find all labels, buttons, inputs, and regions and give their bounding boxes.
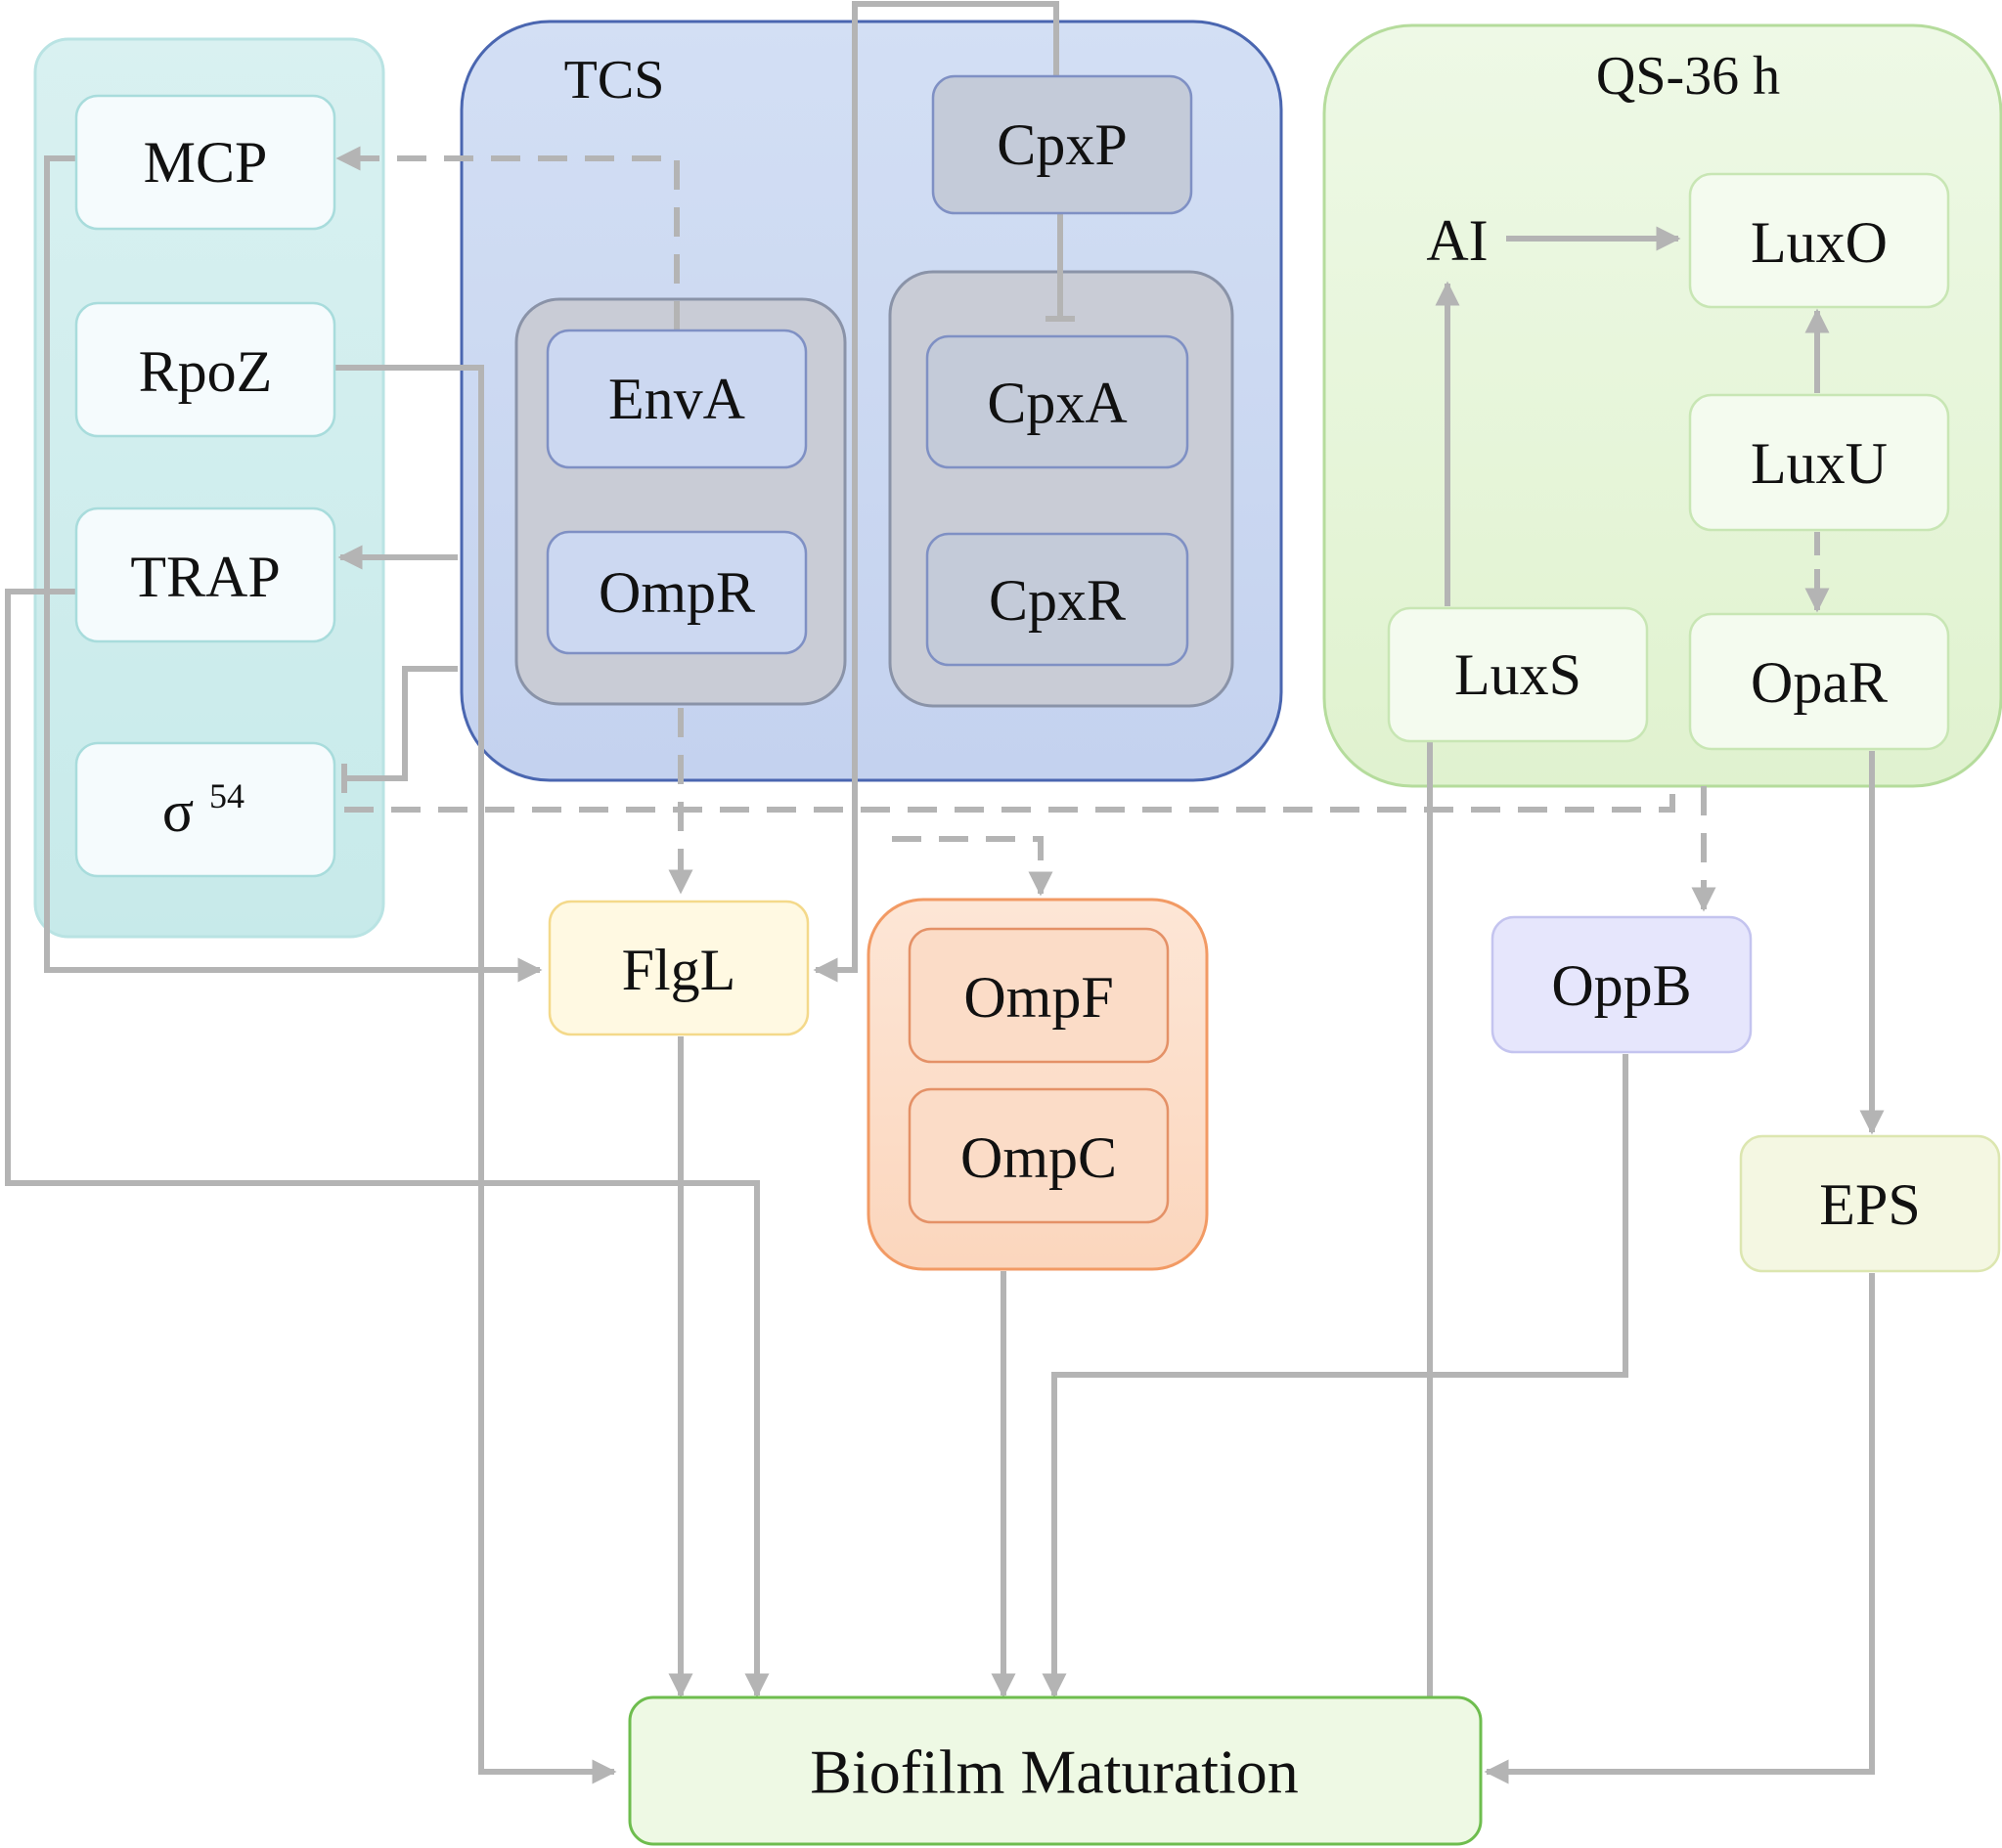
eps-label: EPS <box>1819 1172 1920 1237</box>
connectors <box>5 1 1885 1784</box>
mcp-label: MCP <box>144 130 268 195</box>
flgL-label: FlgL <box>622 938 736 1002</box>
edge-envA-mcp <box>335 146 680 330</box>
motility-group <box>33 37 385 939</box>
trap-node: TRAP <box>74 506 336 643</box>
edge-oppB-biofilm <box>1042 1054 1628 1698</box>
envA-node: EnvA <box>546 329 808 469</box>
luxO-label: LuxO <box>1751 210 1888 275</box>
luxO-node: LuxO <box>1688 172 1950 309</box>
rpoz-node: RpoZ <box>74 301 336 438</box>
biofilm-label: Biofilm Maturation <box>810 1738 1299 1807</box>
opaR-node: OpaR <box>1688 612 1950 751</box>
edge-sigma-dashed <box>344 786 1675 813</box>
mcp-node: MCP <box>74 94 336 231</box>
oppB-label: OppB <box>1551 953 1691 1018</box>
tcs-title: TCS <box>564 50 665 110</box>
edge-trap-biofilm <box>5 589 770 1698</box>
ompF-node <box>908 927 1170 1064</box>
ompR-label: OmpR <box>599 560 755 625</box>
sigma-label: σ <box>162 779 194 844</box>
cpxP-node: CpxP <box>931 74 1193 215</box>
luxS-node: LuxS <box>1387 606 1649 743</box>
edge-eps-biofilm <box>1484 1273 1875 1784</box>
biofilm-node: Biofilm Maturation <box>628 1695 1483 1846</box>
luxS-label: LuxS <box>1454 642 1581 707</box>
cpxR-label: CpxR <box>989 568 1126 633</box>
omp-group: OmpF OmpC <box>867 898 1209 1271</box>
cpxA-label: CpxA <box>987 371 1127 435</box>
rpoz-label: RpoZ <box>139 339 273 404</box>
flgL-node: FlgL <box>548 900 810 1036</box>
ai-label: AI <box>1426 208 1488 273</box>
ompC-node <box>908 1087 1170 1224</box>
edge-tcs-sigma <box>341 666 458 793</box>
edge-cpxP-flgL <box>813 1 1059 983</box>
cpxP-label: CpxP <box>997 112 1127 177</box>
ompC-label: OmpC <box>960 1125 1117 1190</box>
sigma-superscript: 54 <box>209 776 245 815</box>
opaR-label: OpaR <box>1751 650 1888 715</box>
trap-label: TRAP <box>130 545 280 609</box>
luxU-label: LuxU <box>1751 431 1888 496</box>
eps-node: EPS <box>1739 1134 2001 1273</box>
envA-label: EnvA <box>608 367 745 431</box>
ompF-label: OmpF <box>963 965 1113 1030</box>
sigma54-node: σ 54 <box>74 741 336 878</box>
edge-to-omp <box>892 836 1053 897</box>
qs-title: QS-36 h <box>1596 46 1780 107</box>
cpxA-node: CpxA <box>925 334 1189 469</box>
luxU-node: LuxU <box>1688 393 1950 532</box>
cpxR-node: CpxR <box>925 532 1189 667</box>
ompR-node: OmpR <box>546 530 808 655</box>
oppB-node: OppB <box>1490 915 1753 1054</box>
edge-rpoz-biofilm <box>334 365 617 1784</box>
edge-mcp-flgL <box>44 155 543 983</box>
